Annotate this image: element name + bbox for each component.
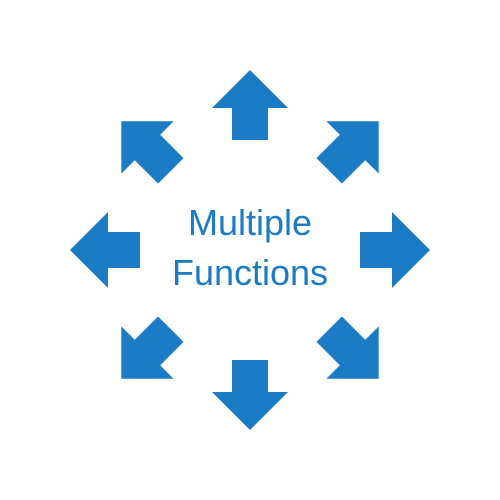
arrows-group — [70, 70, 430, 430]
arrow-down-left-icon — [121, 316, 184, 379]
arrow-up-right-icon — [316, 121, 379, 184]
center-text-line2: Functions — [172, 252, 328, 293]
arrow-left-icon — [70, 212, 140, 288]
arrow-down-right-icon — [316, 316, 379, 379]
center-text-line1: Multiple — [188, 202, 312, 243]
arrow-right-icon — [360, 212, 430, 288]
arrow-down-icon — [212, 360, 288, 430]
arrow-up-left-icon — [121, 121, 184, 184]
arrow-up-icon — [212, 70, 288, 140]
